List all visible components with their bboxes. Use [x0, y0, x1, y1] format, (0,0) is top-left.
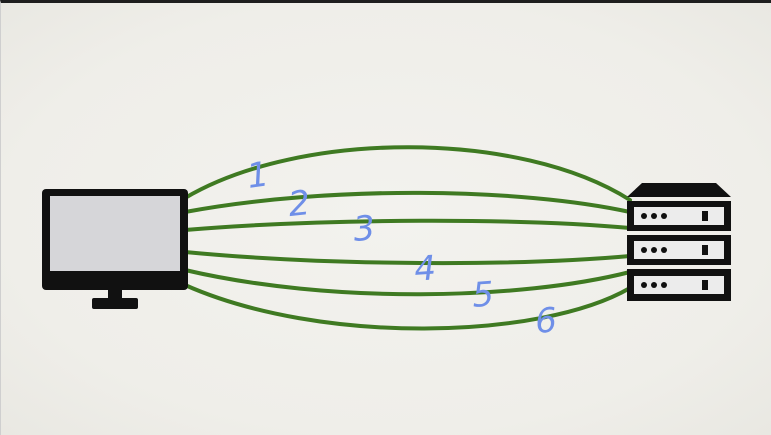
server-led: [651, 282, 657, 288]
cable-5: [183, 268, 632, 297]
cable-6: [183, 283, 632, 331]
monitor-icon: [42, 189, 188, 309]
connection-label-4: 4: [413, 248, 437, 289]
server-rack-top: [627, 183, 731, 197]
connection-label-2: 2: [286, 183, 312, 225]
cable-group: [183, 145, 632, 331]
server-slot: [702, 211, 708, 221]
monitor-foot: [92, 298, 138, 309]
server-unit-1-face: [634, 207, 724, 225]
monitor-neck: [108, 290, 122, 299]
server-slot: [702, 280, 708, 290]
server-led: [641, 247, 647, 253]
monitor-screen: [50, 196, 180, 271]
server-led: [641, 282, 647, 288]
server-led: [651, 247, 657, 253]
server-led: [661, 213, 667, 219]
cable-2: [183, 190, 632, 214]
connection-label-6: 6: [534, 300, 558, 341]
connection-labels: 1 2 3 4 5 6: [244, 154, 558, 342]
connection-label-5: 5: [471, 274, 495, 315]
server-led: [661, 282, 667, 288]
connection-label-3: 3: [352, 208, 377, 250]
connection-label-1: 1: [244, 154, 271, 197]
server-led: [651, 213, 657, 219]
server-unit-3-face: [634, 276, 724, 294]
server-unit-2-face: [634, 241, 724, 259]
server-led: [661, 247, 667, 253]
cable-4: [183, 250, 632, 266]
server-led: [641, 213, 647, 219]
server-slot: [702, 245, 708, 255]
cable-3: [183, 218, 632, 232]
cable-1: [183, 145, 632, 202]
server-rack-icon: [627, 183, 731, 301]
